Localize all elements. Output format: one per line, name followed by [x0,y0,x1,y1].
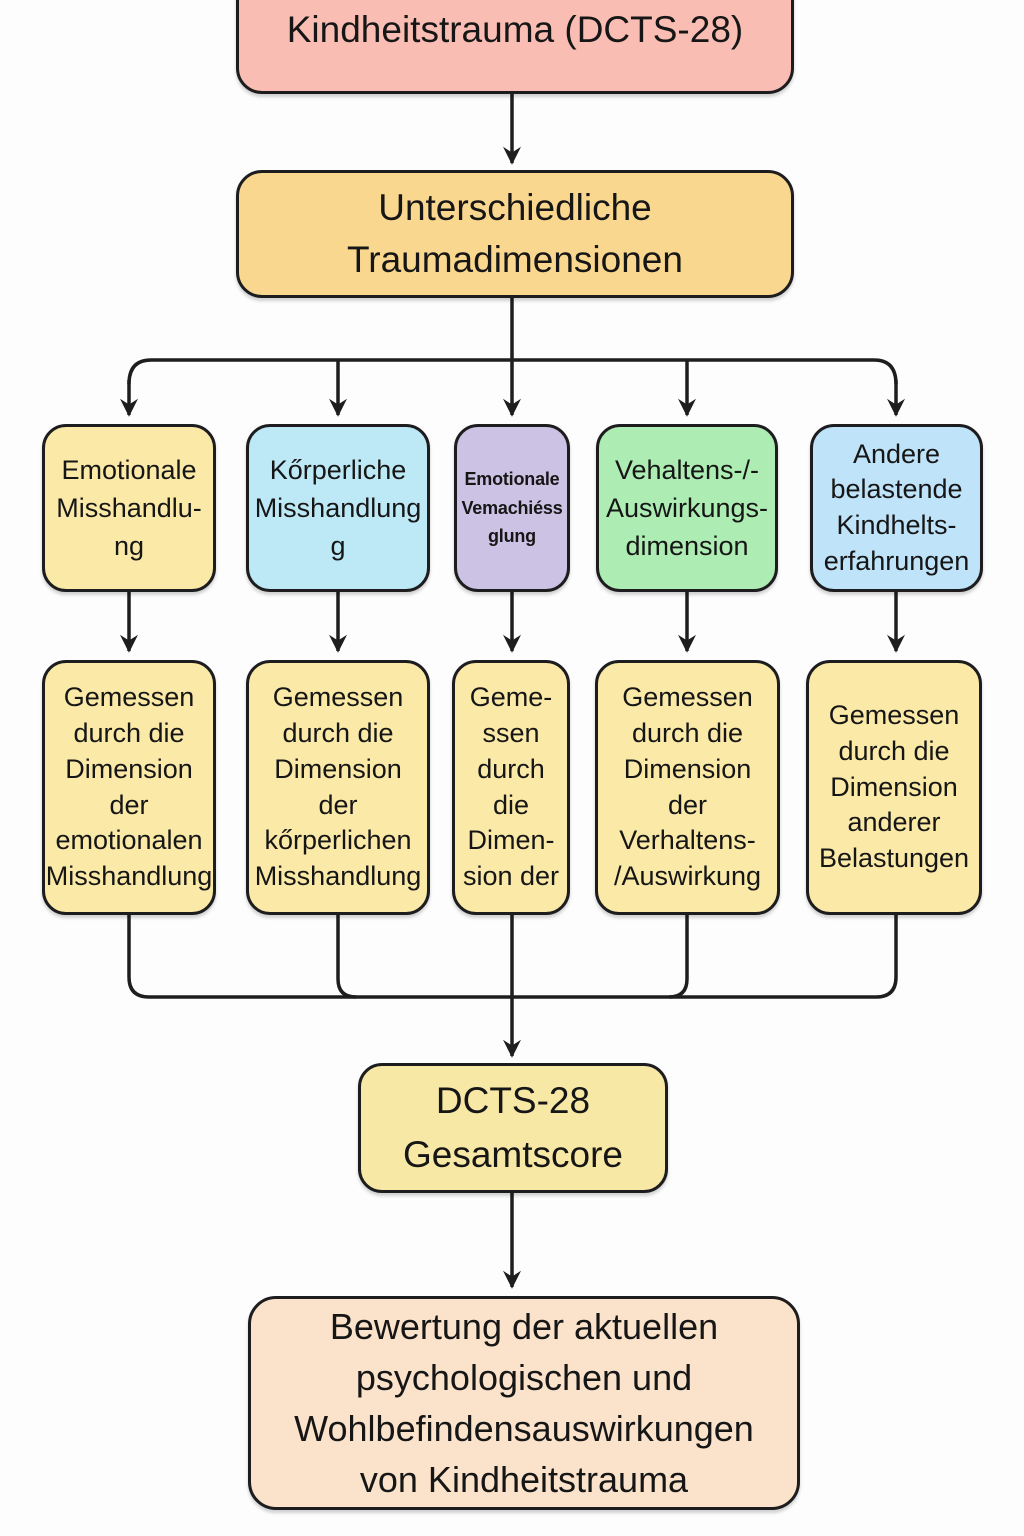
node-emotionale-vernachlaessigung: Emotionale Vemachiéss glung [454,424,570,592]
node-gesamtscore: DCTS-28 Gesamtscore [358,1063,668,1193]
node-verhaltens-auswirkungsdimension: Vehaltens-/- Auswirkungs- dimension [596,424,778,592]
node-gemessen-emotionale: Gemessen durch die Dimension der emotion… [42,660,216,915]
connector-merge-inner-right [668,915,689,999]
node-koerperliche-misshandlung: Kőrperliche Misshandlung g [246,424,430,592]
node-gemessen-vernachlaessigung: Geme- ssen durch die Dimen- sion der [452,660,570,915]
node-kindheitstrauma: Kindheitstrauma (DCTS-28) [236,0,794,94]
node-emotionale-misshandlung: Emotionale Misshandlu- ng [42,424,216,592]
node-gemessen-verhaltens: Gemessen durch die Dimension der Verhalt… [595,660,780,915]
connector-merge-inner-left [336,915,357,999]
node-traumadimensionen: Unterschiedliche Traumadimensionen [236,170,794,298]
node-andere-belastende-erfahrungen: Andere belastende Kindhelts- erfahrungen [810,424,983,592]
node-bewertung-auswirkungen: Bewertung der aktuellen psychologischen … [248,1296,800,1510]
node-gemessen-andere: Gemessen durch die Dimension anderer Bel… [806,660,982,915]
node-gemessen-koerperliche: Gemessen durch die Dimension der kőrperl… [246,660,430,915]
